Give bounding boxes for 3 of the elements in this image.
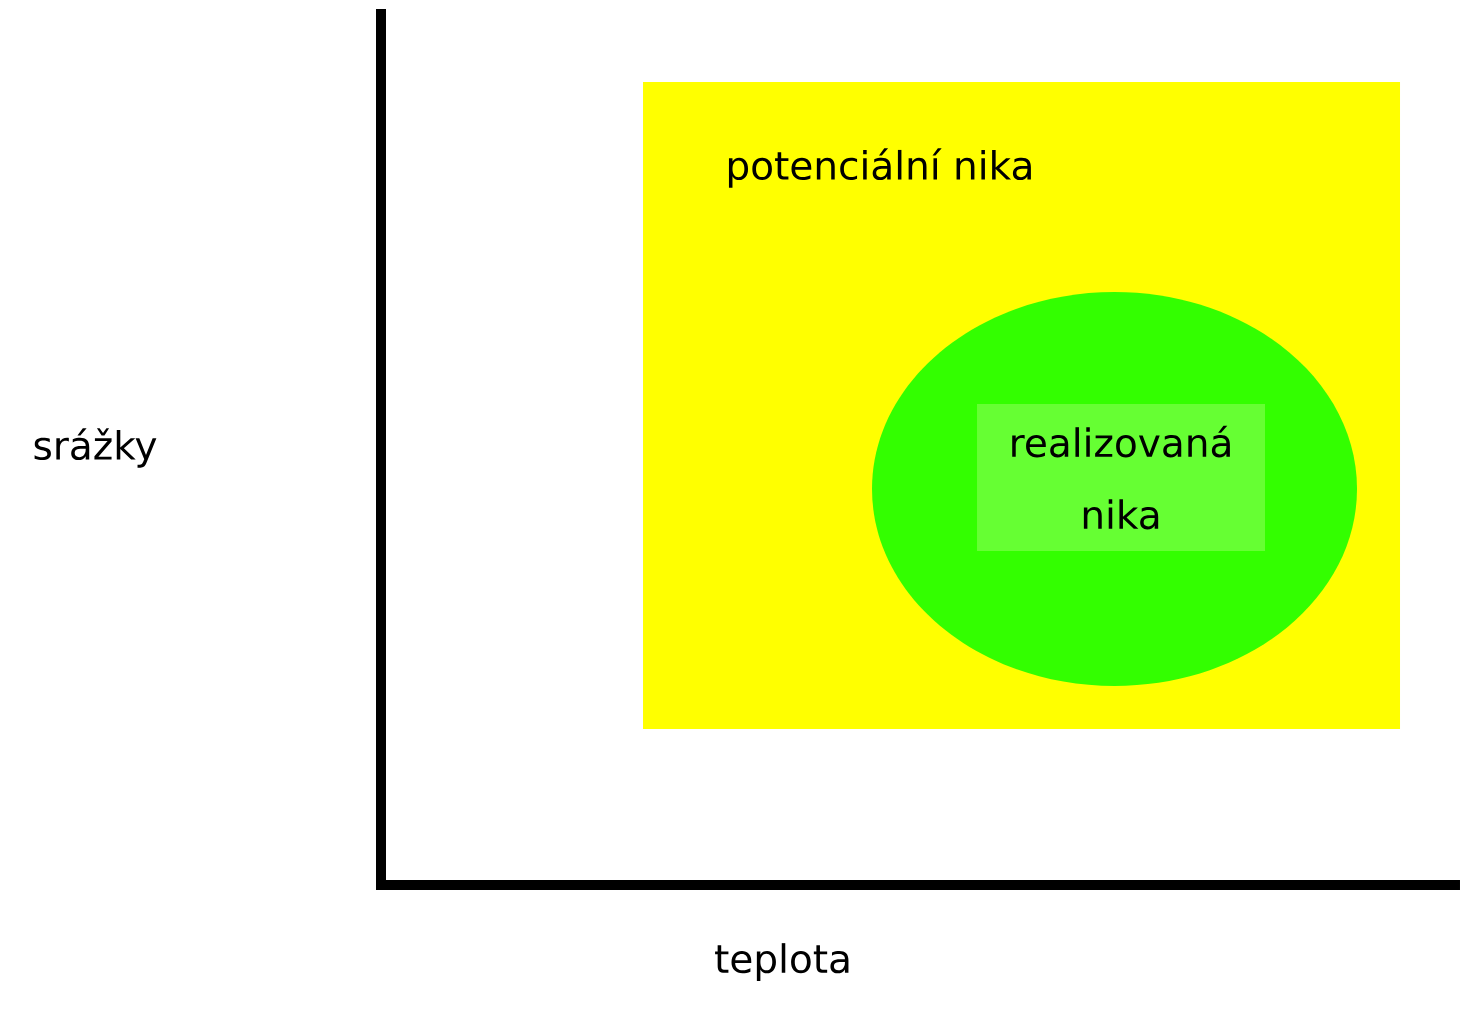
label-box: realizovaná nika [977, 404, 1265, 551]
axis-label: srážky [34, 428, 157, 468]
axis-label: teplota [715, 943, 849, 981]
